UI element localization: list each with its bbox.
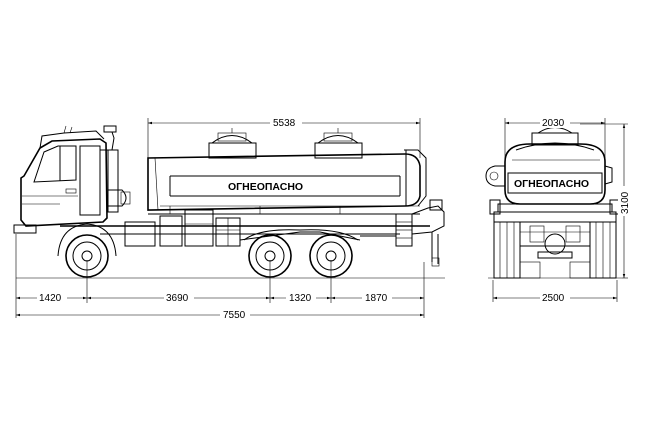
dim-front-overhang: 1420: [39, 293, 62, 304]
side-view: ОГНЕОПАСНО: [13, 125, 445, 279]
dim-rear-overhang: 1870: [365, 293, 388, 304]
chassis-frame: [60, 199, 445, 267]
tank-body: ОГНЕОПАСНО: [147, 128, 427, 211]
tank-marking-rear: ОГНЕОПАСНО: [514, 178, 589, 190]
truck-cab: [13, 125, 131, 234]
manhole-rear: [314, 128, 363, 159]
rear-fender: [243, 229, 359, 241]
rear-chassis: [488, 199, 622, 279]
dim-overall-width: 2500: [542, 293, 565, 304]
rear-tank: ОГНЕОПАСНО: [485, 127, 613, 205]
dim-tank-length: 5538: [273, 118, 296, 129]
rear-view: ОГНЕОПАСНО: [485, 127, 622, 279]
dim-tank-width: 2030: [542, 118, 565, 129]
dim-wheelbase-front: 3690: [166, 293, 189, 304]
dim-overall-length: 7550: [223, 310, 246, 321]
manhole-front: [208, 128, 257, 159]
rear-dimensions: 2030 2500 3100: [492, 117, 631, 304]
side-dimensions: 5538 1420 3690 1320 1870 7550: [15, 117, 425, 321]
dim-wheelbase-rear: 1320: [289, 293, 312, 304]
dim-overall-height: 3100: [620, 191, 631, 214]
tank-marking-side: ОГНЕОПАСНО: [228, 181, 303, 193]
